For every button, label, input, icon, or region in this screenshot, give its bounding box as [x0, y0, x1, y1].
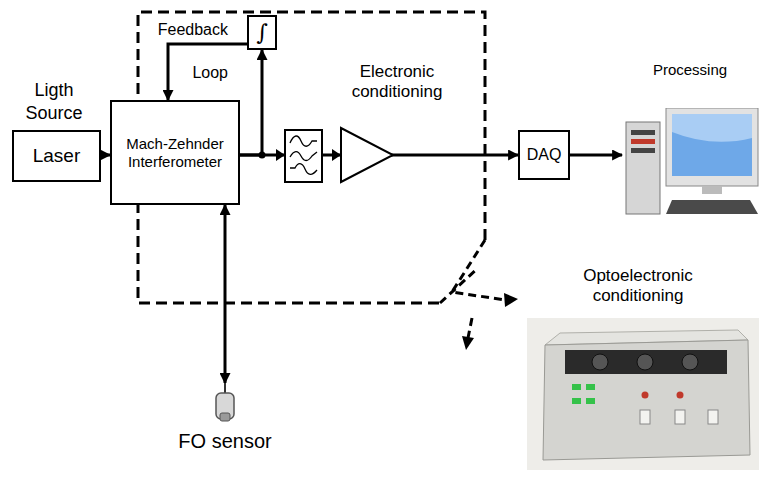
unit-led — [586, 398, 595, 404]
filter-box — [285, 130, 322, 182]
signal-arrow — [240, 50, 262, 155]
computer-icon — [622, 108, 760, 220]
junction-dot — [259, 152, 266, 159]
unit-connector — [682, 354, 698, 370]
signal-head — [276, 149, 285, 161]
computer-keyboard — [666, 200, 758, 214]
screen-shine — [672, 114, 752, 142]
computer-monitor — [666, 108, 758, 186]
lightning-head — [462, 336, 474, 350]
unit-led — [586, 384, 595, 390]
lightning-link — [440, 268, 478, 303]
tower-slot — [631, 139, 655, 144]
signal-arrow — [570, 154, 622, 157]
sensor-cable — [224, 383, 226, 393]
source-box: Ligth SourceLaser — [12, 130, 101, 182]
amplifier-symbol — [341, 128, 393, 182]
unit-body — [543, 340, 750, 460]
unit-knob — [675, 410, 685, 424]
node-heading: FO sensor — [165, 429, 285, 454]
unit-connector — [592, 354, 608, 370]
lightning-link — [452, 240, 505, 300]
daq-box: DAQ — [518, 130, 570, 180]
integrator-box: ∫ — [247, 15, 277, 50]
signal-head — [332, 149, 341, 161]
filter-symbol — [290, 152, 317, 161]
box-label: DAQ — [527, 145, 562, 164]
sensor-icon — [210, 383, 240, 423]
sensor-tip — [220, 413, 230, 421]
interferometer-box: Mach-Zehnder Interferometer — [110, 100, 240, 205]
unit-switch — [642, 392, 649, 399]
lightning-link — [468, 318, 472, 338]
signal-arrow — [224, 205, 227, 383]
box-label: Laser — [33, 145, 81, 168]
sensor-node: FO sensor — [210, 383, 240, 423]
unit-connector — [637, 354, 653, 370]
unit-switch — [677, 392, 684, 399]
edge-label: Feedback Loop — [146, 8, 228, 94]
filter-symbol — [290, 164, 317, 175]
unit-led — [572, 398, 581, 404]
node-heading: Ligth Source — [14, 79, 94, 124]
tower-slot — [631, 130, 655, 135]
photo-heading: Optoelectronic conditioning — [546, 266, 730, 307]
processing-node: Processing — [622, 108, 760, 220]
photo-ground — [527, 318, 759, 470]
tower-slot — [631, 148, 655, 153]
monitor-screen — [672, 114, 752, 176]
unit-knob — [708, 410, 718, 424]
filter-symbol — [290, 136, 317, 146]
node-heading: Processing — [630, 61, 750, 80]
lightning-head — [504, 293, 518, 307]
unit-panel — [565, 350, 727, 374]
group-heading: Electronic conditioning — [333, 62, 461, 103]
box-label: Mach-Zehnder Interferometer — [115, 135, 235, 171]
unit-led — [572, 384, 581, 390]
monitor-stand — [702, 186, 722, 194]
computer-tower — [626, 122, 660, 214]
box-label: ∫ — [256, 22, 267, 44]
signal-arrow — [101, 154, 110, 157]
unit-knob — [640, 410, 650, 424]
